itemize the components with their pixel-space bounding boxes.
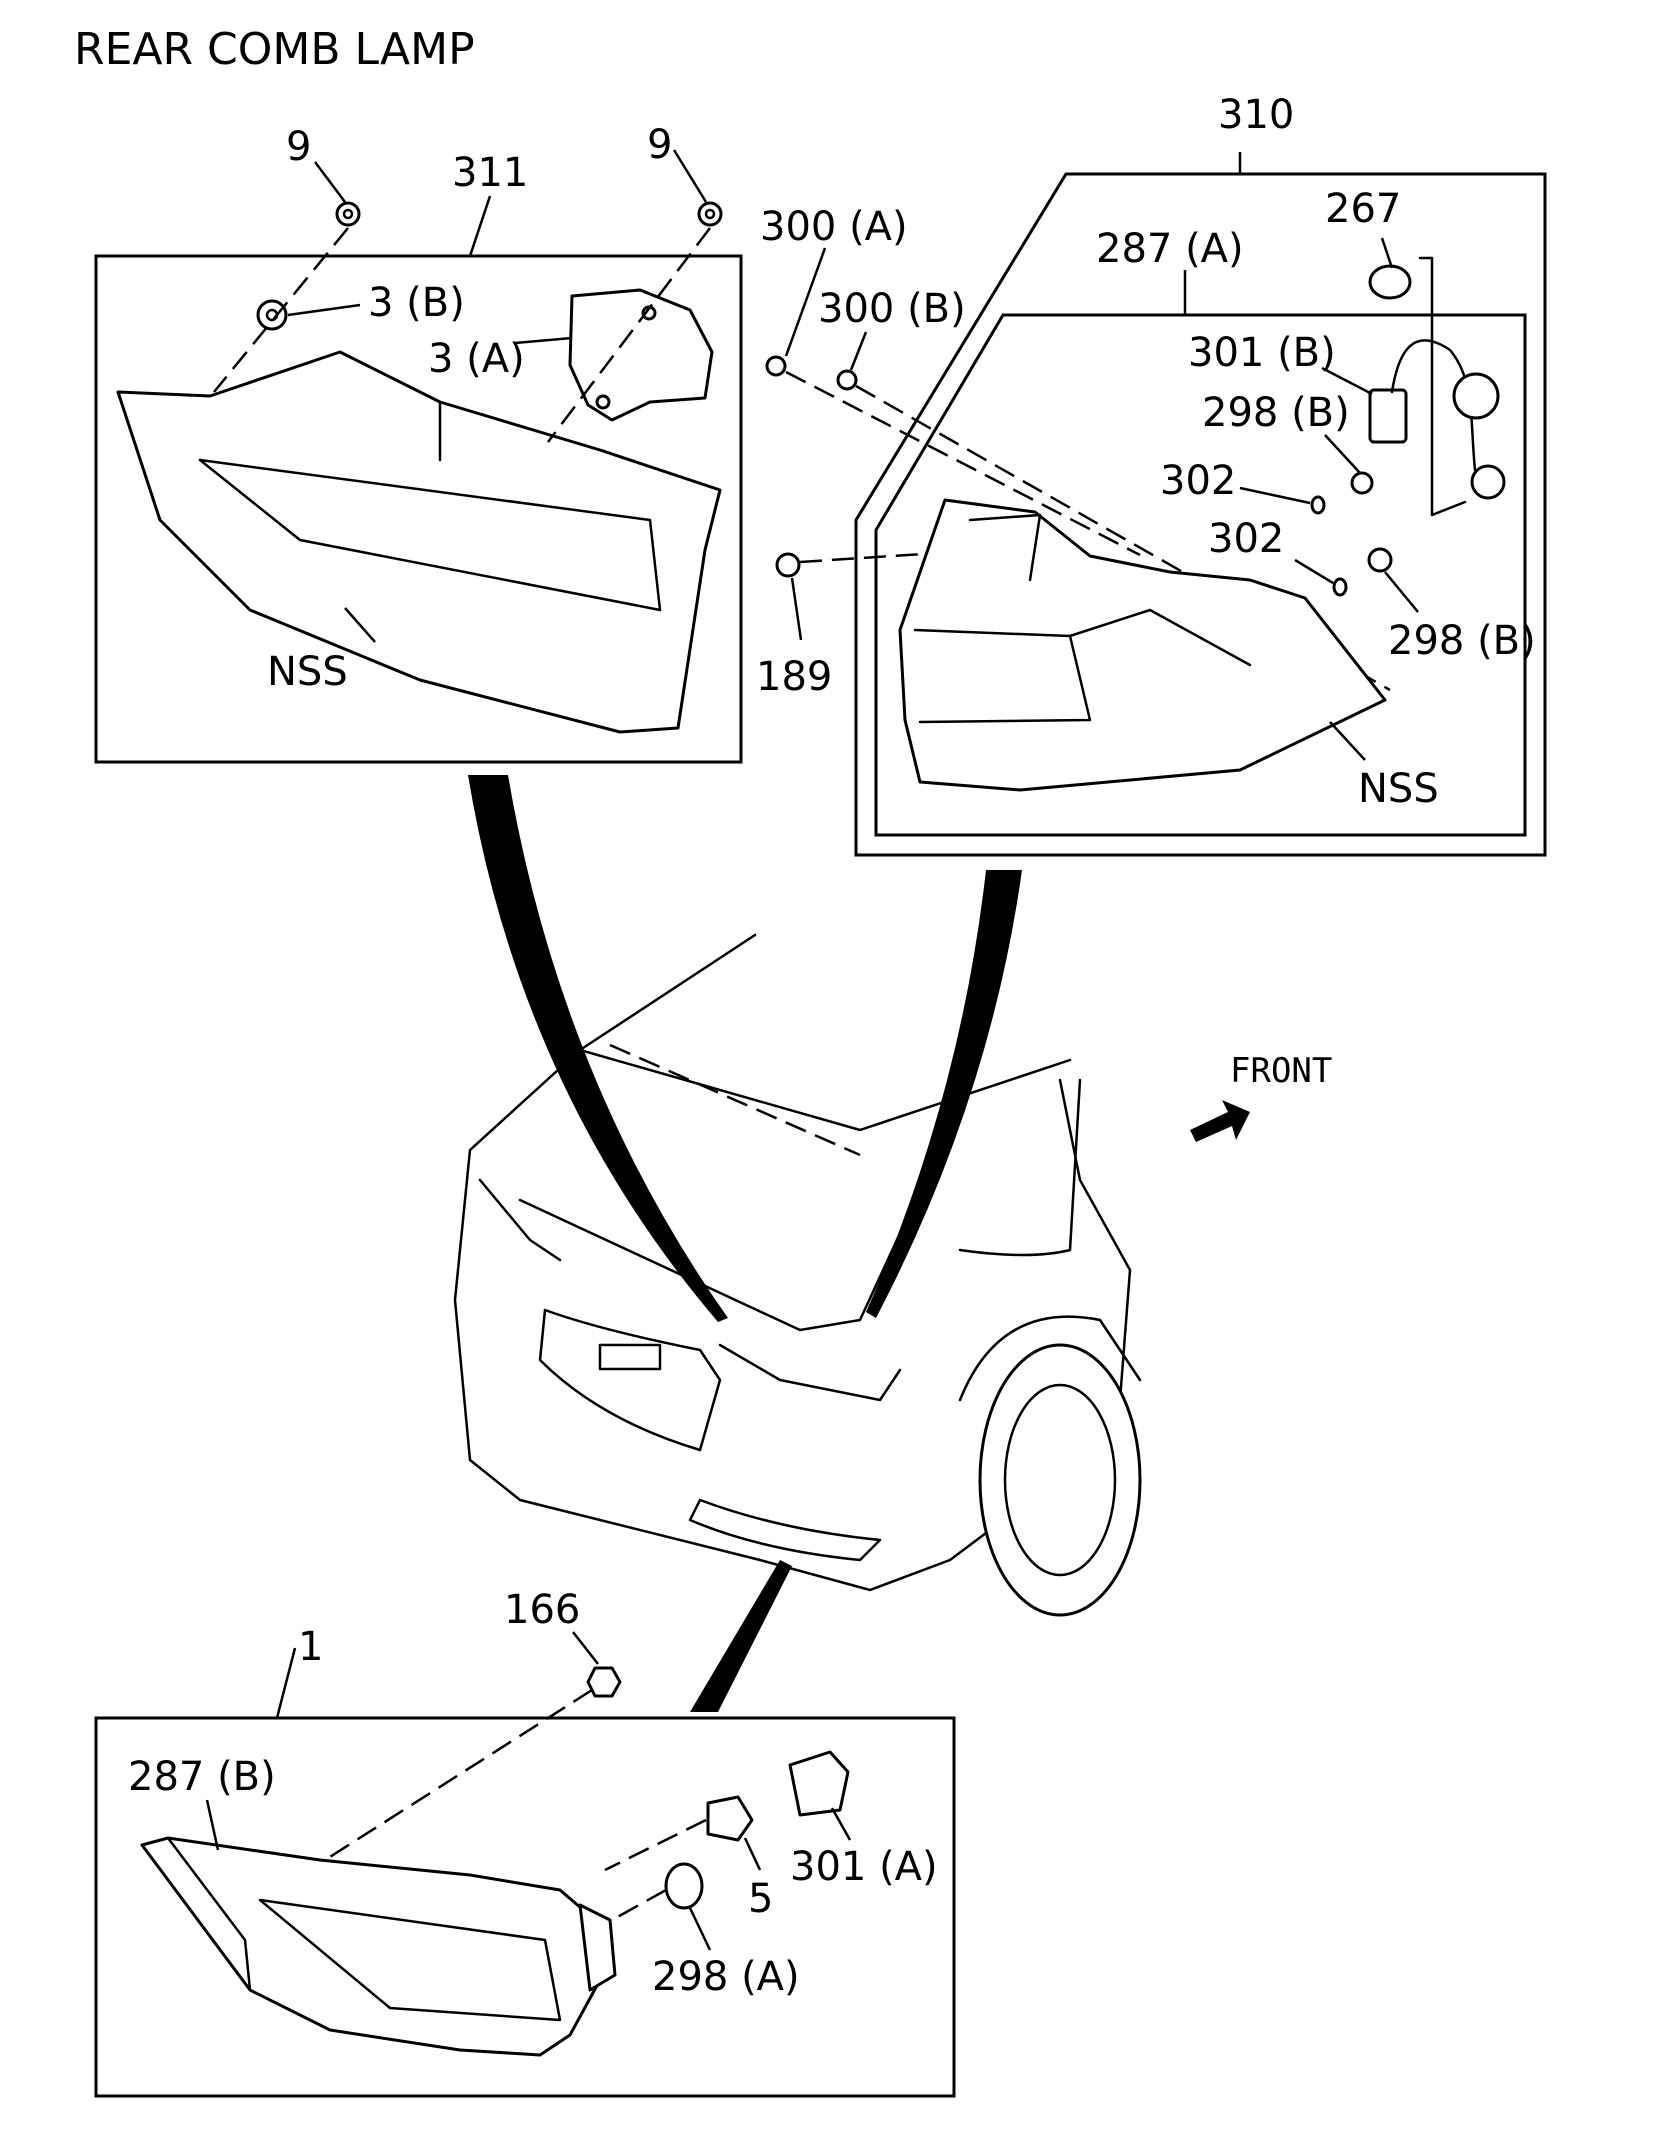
outer-lamp-lens <box>913 628 1092 724</box>
wire-harness <box>1390 339 1477 472</box>
nut-166 <box>586 1666 622 1698</box>
washer-3b <box>256 299 288 331</box>
label-3b: 3 (B) <box>368 280 465 326</box>
label-189: 189 <box>756 654 832 700</box>
grommet-298a <box>664 1862 704 1910</box>
roof-line <box>578 1048 1072 1132</box>
reflector-edge <box>166 1836 252 1992</box>
screw-189 <box>775 552 801 578</box>
grommet-302-bottom <box>1332 577 1348 597</box>
bulb-socket-outline <box>1418 256 1467 517</box>
socket-301a <box>788 1750 850 1817</box>
label-287b: 287 (B) <box>128 1754 276 1800</box>
box-1-frame <box>94 1716 956 2098</box>
reflector-on-vehicle <box>688 1498 882 1562</box>
label-267: 267 <box>1325 186 1401 232</box>
license-plate-recess <box>538 1308 722 1452</box>
label-298b-bottom: 298 (B) <box>1388 618 1536 664</box>
diagram-title: REAR COMB LAMP <box>74 24 475 75</box>
inner-lamp-on-vehicle <box>478 1178 562 1262</box>
socket-ring <box>1452 372 1500 420</box>
fasteners-300-189: 300 (A) 300 (B) 189 <box>756 204 1391 700</box>
front-direction-indicator: FRONT <box>1190 1051 1332 1142</box>
bulb-267 <box>1368 264 1412 300</box>
box-287a-frame <box>874 313 1527 837</box>
nut-9-right <box>697 201 723 227</box>
bulb-5 <box>706 1795 754 1842</box>
callout-wedge-1 <box>690 1560 792 1712</box>
label-302-bottom: 302 <box>1208 516 1284 562</box>
label-300b: 300 (B) <box>818 286 966 332</box>
box-311-frame <box>94 254 743 764</box>
callout-wedge-311 <box>468 775 728 1322</box>
label-298a: 298 (A) <box>652 1954 800 2000</box>
label-298b-top: 298 (B) <box>1202 390 1350 436</box>
screw-300b <box>836 369 858 391</box>
bolt-298b-bottom <box>1367 547 1393 573</box>
label-301b: 301 (B) <box>1188 330 1336 376</box>
label-302-top: 302 <box>1160 458 1236 504</box>
gasket-hole-bottom <box>595 394 611 410</box>
nut-9-left <box>335 201 361 227</box>
label-1: 1 <box>298 1624 323 1670</box>
label-front: FRONT <box>1230 1051 1332 1091</box>
label-nss-right: NSS <box>1358 766 1439 812</box>
label-166: 166 <box>504 1587 580 1633</box>
rear-quarter <box>958 1078 1082 1257</box>
vehicle-rear-view <box>453 933 1142 1617</box>
wheel-arch <box>958 1315 1142 1402</box>
bolt-298b-top <box>1350 471 1374 495</box>
reflector-lens <box>258 1898 562 2022</box>
label-9-right: 9 <box>647 122 672 168</box>
box-310-frame <box>854 172 1547 857</box>
label-3a: 3 (A) <box>428 336 525 382</box>
rear-window-lower <box>518 1188 922 1332</box>
label-5: 5 <box>748 1876 773 1922</box>
reflector-lamp-body <box>140 1836 602 2057</box>
label-301a: 301 (A) <box>790 1844 938 1890</box>
label-287a: 287 (A) <box>1096 226 1244 272</box>
screw-300a <box>765 355 787 377</box>
label-nss-left: NSS <box>267 649 348 695</box>
reflector-socket <box>578 1903 617 1992</box>
grommet-302-top <box>1310 495 1326 515</box>
outer-lamp-box-310: 310 267 287 (A) 301 (B) 298 (B) 302 302 … <box>854 92 1547 857</box>
reflector-lamp-box-1: 1 166 287 (B) 301 (A) 5 298 (A) <box>94 1587 956 2098</box>
label-311: 311 <box>452 150 528 196</box>
outer-lamp-mount <box>968 513 1042 582</box>
license-plate <box>598 1343 662 1371</box>
inner-lamp-housing <box>338 350 442 462</box>
socket-end <box>1470 464 1506 500</box>
connector-301b <box>1368 388 1408 444</box>
inner-lamp-box-311: 9 9 311 3 (B) 3 (A) NSS <box>94 122 743 764</box>
outer-lamp-body <box>898 498 1387 792</box>
inner-lamp-lens-lower <box>198 458 662 612</box>
callout-wedge-310 <box>866 870 1022 1318</box>
label-310: 310 <box>1218 92 1294 138</box>
inner-lamp-lens-line <box>198 458 662 612</box>
gasket-3a <box>568 288 714 422</box>
outer-lamp-edge <box>1068 608 1252 667</box>
front-arrow-icon <box>1190 1100 1250 1142</box>
label-9-left: 9 <box>286 124 311 170</box>
outer-lamp-on-vehicle <box>718 1343 902 1402</box>
label-300a: 300 (A) <box>760 204 908 250</box>
vehicle-outline <box>453 933 1132 1592</box>
